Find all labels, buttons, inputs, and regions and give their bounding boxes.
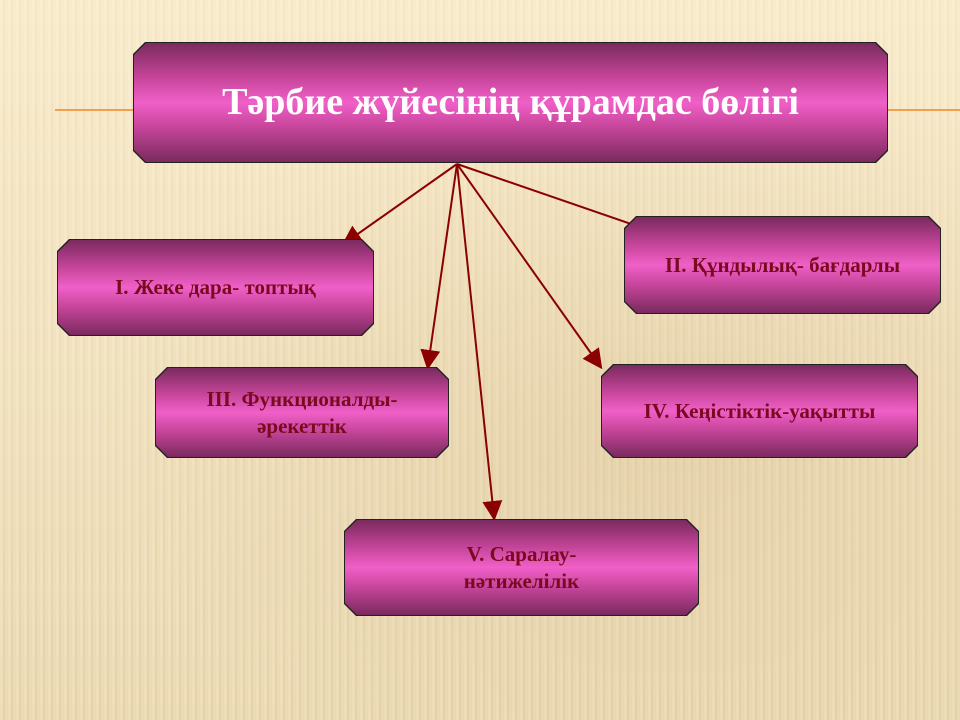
item-label: V. Саралау-нәтижелілік <box>463 542 580 593</box>
item-box-4: IV. Кеңістіктік-уақытты <box>601 364 918 458</box>
item-box-3: ІІІ. Функционалды-әрекеттік <box>155 367 449 458</box>
item-label: ІІІ. Функционалды-әрекеттік <box>206 387 398 438</box>
item-label: ІІ. Құндылық- бағдарлы <box>664 252 901 277</box>
title-box: Тәрбие жүйесінің құрамдас бөлігі <box>133 42 888 163</box>
divider-line-left <box>55 109 135 111</box>
item-box-5: V. Саралау-нәтижелілік <box>344 519 699 616</box>
item-box-2: ІІ. Құндылық- бағдарлы <box>624 216 941 314</box>
arrow-to-item-3 <box>420 163 458 370</box>
divider-line-right <box>886 109 960 111</box>
item-label: IV. Кеңістіктік-уақытты <box>643 398 876 423</box>
item-label: І. Жеке дара- топтық <box>115 275 316 300</box>
title-text: Тәрбие жүйесінің құрамдас бөлігі <box>222 80 799 123</box>
arrow-to-item-4 <box>456 163 603 370</box>
arrow-to-item-1 <box>341 163 458 246</box>
arrow-to-item-5 <box>456 163 503 521</box>
item-box-1: І. Жеке дара- топтық <box>57 239 374 336</box>
